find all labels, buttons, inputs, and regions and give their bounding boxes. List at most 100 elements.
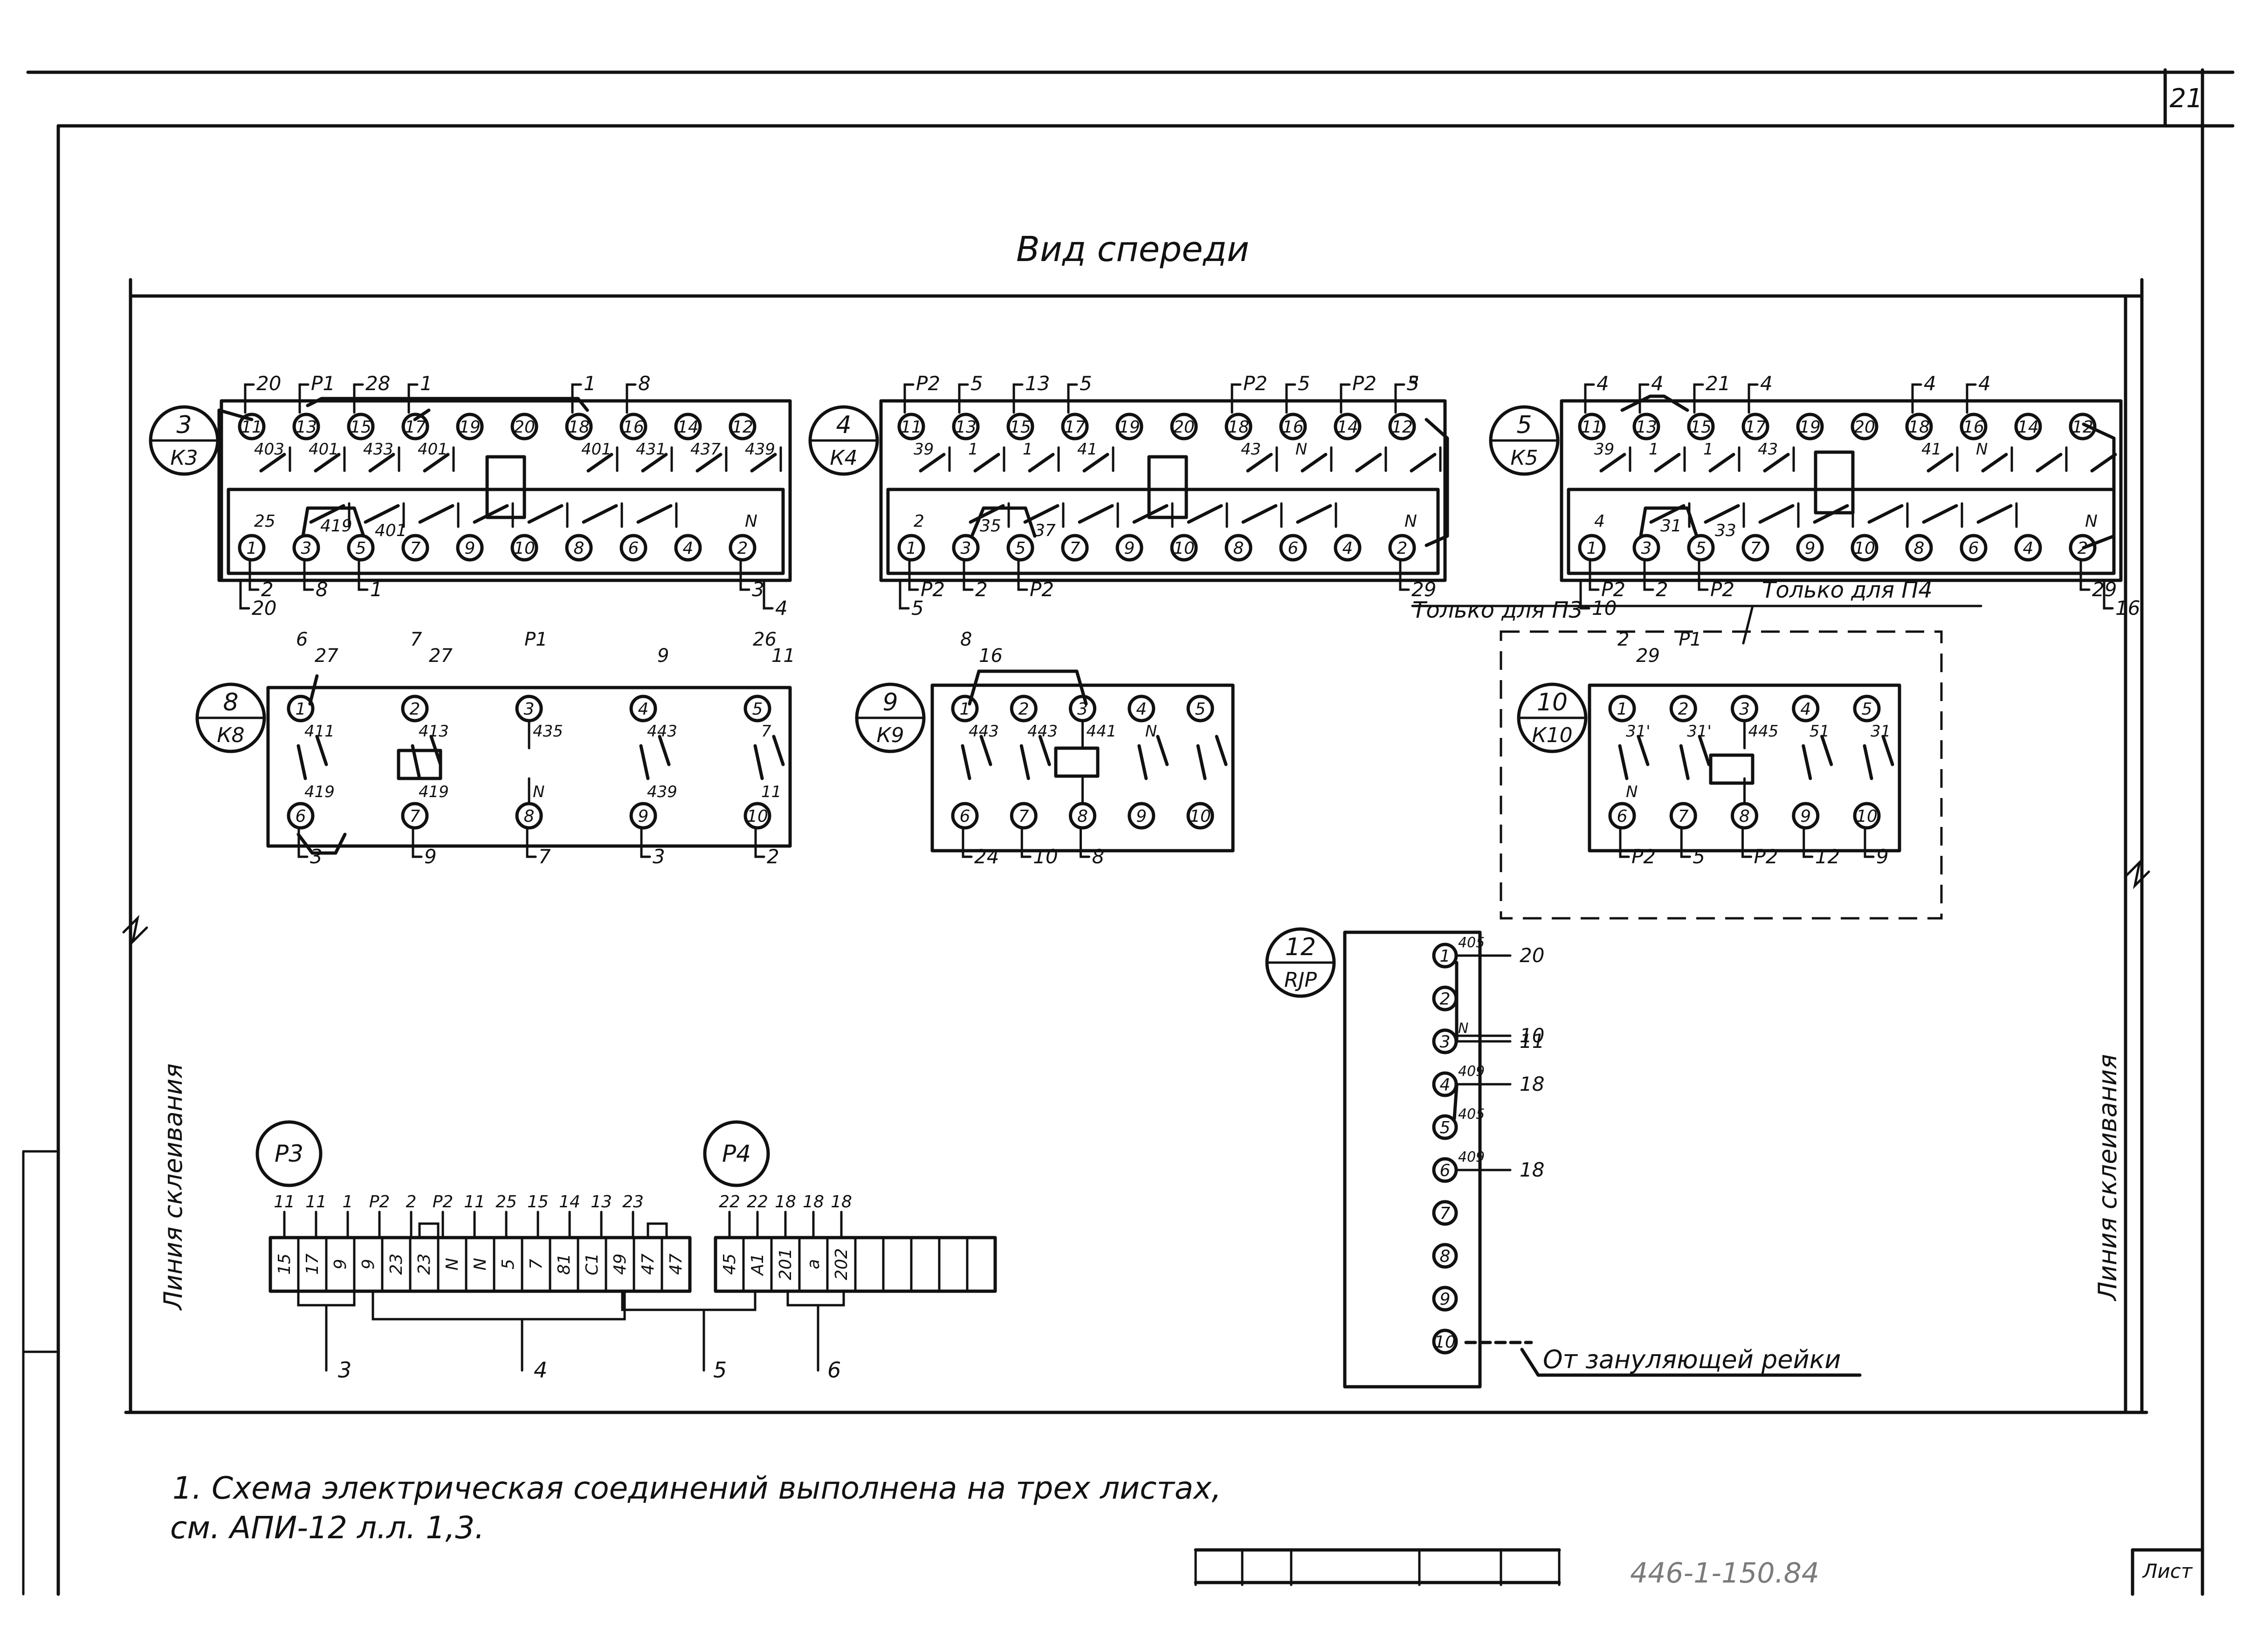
k5-pin-bottom-9 <box>1796 534 1824 562</box>
k9-pin-top-5 <box>1186 695 1214 723</box>
k10-pin-top-4-label: 4 <box>1800 700 1811 719</box>
k8-inner-wire-0: 411 <box>304 722 335 741</box>
k9-pin-bottom-7 <box>1010 802 1038 830</box>
k5-inner-wire-2: 1 <box>1703 440 1713 459</box>
k5-pin-top-16 <box>1960 413 1988 441</box>
k8-bottom-wire-1-leader <box>412 827 423 858</box>
k5-pin-bottom-5-label: 5 <box>1696 539 1707 558</box>
k4-pin-top-11-label: 11 <box>901 418 922 437</box>
k4-pin-bottom-10 <box>1170 534 1198 562</box>
k10-inner-wire-2: 445 <box>1748 722 1779 741</box>
k8-contact-b-0 <box>315 735 328 766</box>
k3-pin-bottom-6-label: 6 <box>628 539 639 558</box>
k4-pin-bottom-2 <box>1388 534 1416 562</box>
k10-bottom-wire-4-leader <box>1864 827 1875 858</box>
k8-badge-number: 8 <box>223 688 238 716</box>
k5-bottom-wire-1: 2 <box>1656 578 1668 601</box>
k10-pin-top-2-label: 2 <box>1678 700 1689 719</box>
k4-pin-bottom-5 <box>1006 534 1034 562</box>
k5-pin-top-15-label: 15 <box>1690 418 1712 437</box>
k5-pin-top-11-label: 11 <box>1581 418 1603 437</box>
k4-pin-bottom-5-label: 5 <box>1015 539 1026 558</box>
strip-group-4: 4 <box>534 1357 547 1383</box>
k8-top-wire-7: 11 <box>771 645 795 667</box>
k8-bottom-wire-4: 2 <box>767 845 779 868</box>
k4-bottom-contact-3 <box>1132 504 1169 524</box>
k4-mid-wire-0: 2 <box>914 512 924 531</box>
rjp-pin-3-label: 3 <box>1440 1032 1451 1052</box>
k4-bottom-wire-1: 2 <box>975 578 988 601</box>
k4-top-wire-4: P2 <box>1243 372 1267 395</box>
p3-badge-name: P3 <box>275 1140 303 1167</box>
k8-pin-top-2-label: 2 <box>410 700 420 719</box>
rjp-pin-5-label: 5 <box>1440 1118 1451 1137</box>
k9-inner-wire-1: 443 <box>1027 722 1058 741</box>
k10-bottom-wire-0-leader <box>1619 827 1630 858</box>
k5-bottom-wire-2-leader <box>1698 560 1709 591</box>
k3-pin-top-17-label: 17 <box>405 418 426 437</box>
k9-contact-2 <box>1137 744 1148 780</box>
k8-top-wire-5: 9 <box>657 645 669 667</box>
k4-pin-top-17 <box>1061 413 1089 441</box>
k8-bottom-wire-1: 9 <box>424 845 437 868</box>
k3-jumpers <box>217 397 589 580</box>
p3-cell-2: 9 <box>331 1259 350 1270</box>
k3-top-wire-4-leader <box>571 383 582 414</box>
k8-top-wire-1: 27 <box>315 645 338 667</box>
k3-pin-top-15 <box>347 413 375 441</box>
k5-badge-name: К5 <box>1510 446 1538 470</box>
k4-bottom-wire-0-leader <box>908 560 919 591</box>
k4-top-contact-0 <box>919 453 946 473</box>
k9-bottom-wire-2: 8 <box>1092 845 1105 868</box>
k3-pin-bottom-6 <box>619 534 647 562</box>
k8-inner-wire-7: N <box>533 783 544 801</box>
k10-pin-top-5-label: 5 <box>1862 700 1872 719</box>
k4-pin-bottom-7 <box>1061 534 1089 562</box>
k3-bottom-contact-6 <box>636 504 673 524</box>
k4-bottom-contact-4 <box>1187 504 1223 524</box>
k4-bottom-wire-3-leader <box>1399 560 1410 591</box>
k5-pin-bottom-1-label: 1 <box>1587 539 1597 558</box>
k5-top-wire-4: 4 <box>1924 372 1936 395</box>
k4-pin-top-14-label: 14 <box>1337 418 1358 437</box>
k4-pin-top-16 <box>1279 413 1307 441</box>
rjp-pin-1 <box>1432 943 1458 969</box>
k5-jumpers <box>1620 394 1699 538</box>
k3-pin-bottom-3 <box>292 534 320 562</box>
k4-bottom-contact-5 <box>1241 504 1278 524</box>
k4-inner-wire-1: 1 <box>968 440 978 459</box>
k10-pin-bottom-10-label: 10 <box>1856 807 1878 826</box>
k3-pin-bottom-7 <box>401 534 429 562</box>
k10-bottom-wire-3: 12 <box>1815 845 1840 868</box>
k3-bottom-wire-4-leader <box>239 579 250 610</box>
k8-jumpers <box>296 674 347 855</box>
k4-top-contact-6 <box>1355 453 1382 473</box>
k8-bottom-wire-3-leader <box>640 827 651 858</box>
strip-group-6: 6 <box>827 1357 841 1383</box>
note-line-1: 1. Схема электрическая соединений выполн… <box>172 1470 1221 1506</box>
k3-top-wire-0: 20 <box>256 372 281 395</box>
k3-pin-bottom-3-label: 3 <box>301 539 312 558</box>
k9-bottom-wire-1: 10 <box>1033 845 1058 868</box>
k5-bottom-contact-0 <box>1649 504 1686 524</box>
k4-bottom-contact-6 <box>1296 504 1332 524</box>
k5-pin-top-19 <box>1796 413 1824 441</box>
rjp-out-wire-1: 10 <box>1520 1024 1544 1047</box>
k8-pin-bottom-9-label: 9 <box>638 807 649 826</box>
k10-pin-bottom-7-label: 7 <box>1678 807 1689 826</box>
k5-mid-wire-0: 4 <box>1594 512 1605 531</box>
k5-pin-bottom-5 <box>1687 534 1715 562</box>
k5-top-wire-3-leader <box>1748 383 1759 414</box>
k4-pin-bottom-4 <box>1334 534 1362 562</box>
glue-line-left: Линия склеивания <box>158 1063 188 1311</box>
rjp-terminal-block <box>1343 930 1482 1389</box>
p3-top-wire-2: 1 <box>343 1192 353 1211</box>
k5-top-wire-1-leader <box>1638 383 1650 414</box>
k4-pin-top-18-label: 18 <box>1228 418 1249 437</box>
k5-mid-wire-3: N <box>2085 512 2098 531</box>
k3-bottom-wire-0-leader <box>248 560 260 591</box>
k4-pin-top-14 <box>1334 413 1362 441</box>
p4-top-wire-4: 18 <box>831 1192 852 1211</box>
k4-pin-top-19-label: 19 <box>1119 418 1140 437</box>
k8-top-wire-3: 27 <box>429 645 453 667</box>
